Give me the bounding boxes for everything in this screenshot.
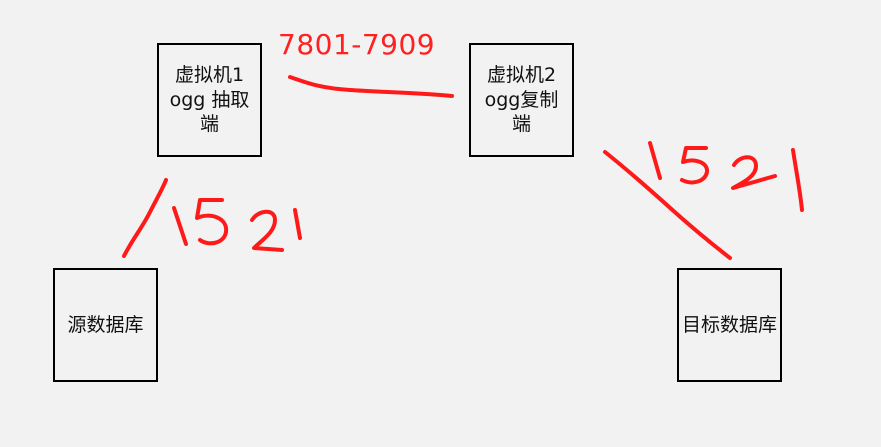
vm2-role: ogg复制 <box>484 88 559 111</box>
vm2-role-suffix: 端 <box>511 113 531 136</box>
vm1-role-suffix: 端 <box>199 113 219 136</box>
vm-link-line <box>288 75 454 98</box>
vm2-ogg-replicat-node: 虚拟机2 ogg复制 端 <box>469 43 574 157</box>
vm1-ogg-extract-node: 虚拟机1 ogg 抽取 端 <box>157 43 262 157</box>
source-port-handwriting <box>172 198 302 252</box>
source-database-node: 源数据库 <box>53 268 158 382</box>
source-link-line <box>122 178 168 258</box>
target-database-label: 目标数据库 <box>681 313 777 336</box>
target-link-line <box>603 150 732 260</box>
vm1-role: ogg 抽取 <box>169 88 250 111</box>
source-database-label: 源数据库 <box>67 313 144 336</box>
target-port-handwriting <box>648 141 804 212</box>
vm-link-port-range-label: 7801-7909 <box>278 28 436 61</box>
vm1-title: 虚拟机1 <box>174 63 245 86</box>
target-database-node: 目标数据库 <box>677 268 782 382</box>
vm2-title: 虚拟机2 <box>486 63 557 86</box>
